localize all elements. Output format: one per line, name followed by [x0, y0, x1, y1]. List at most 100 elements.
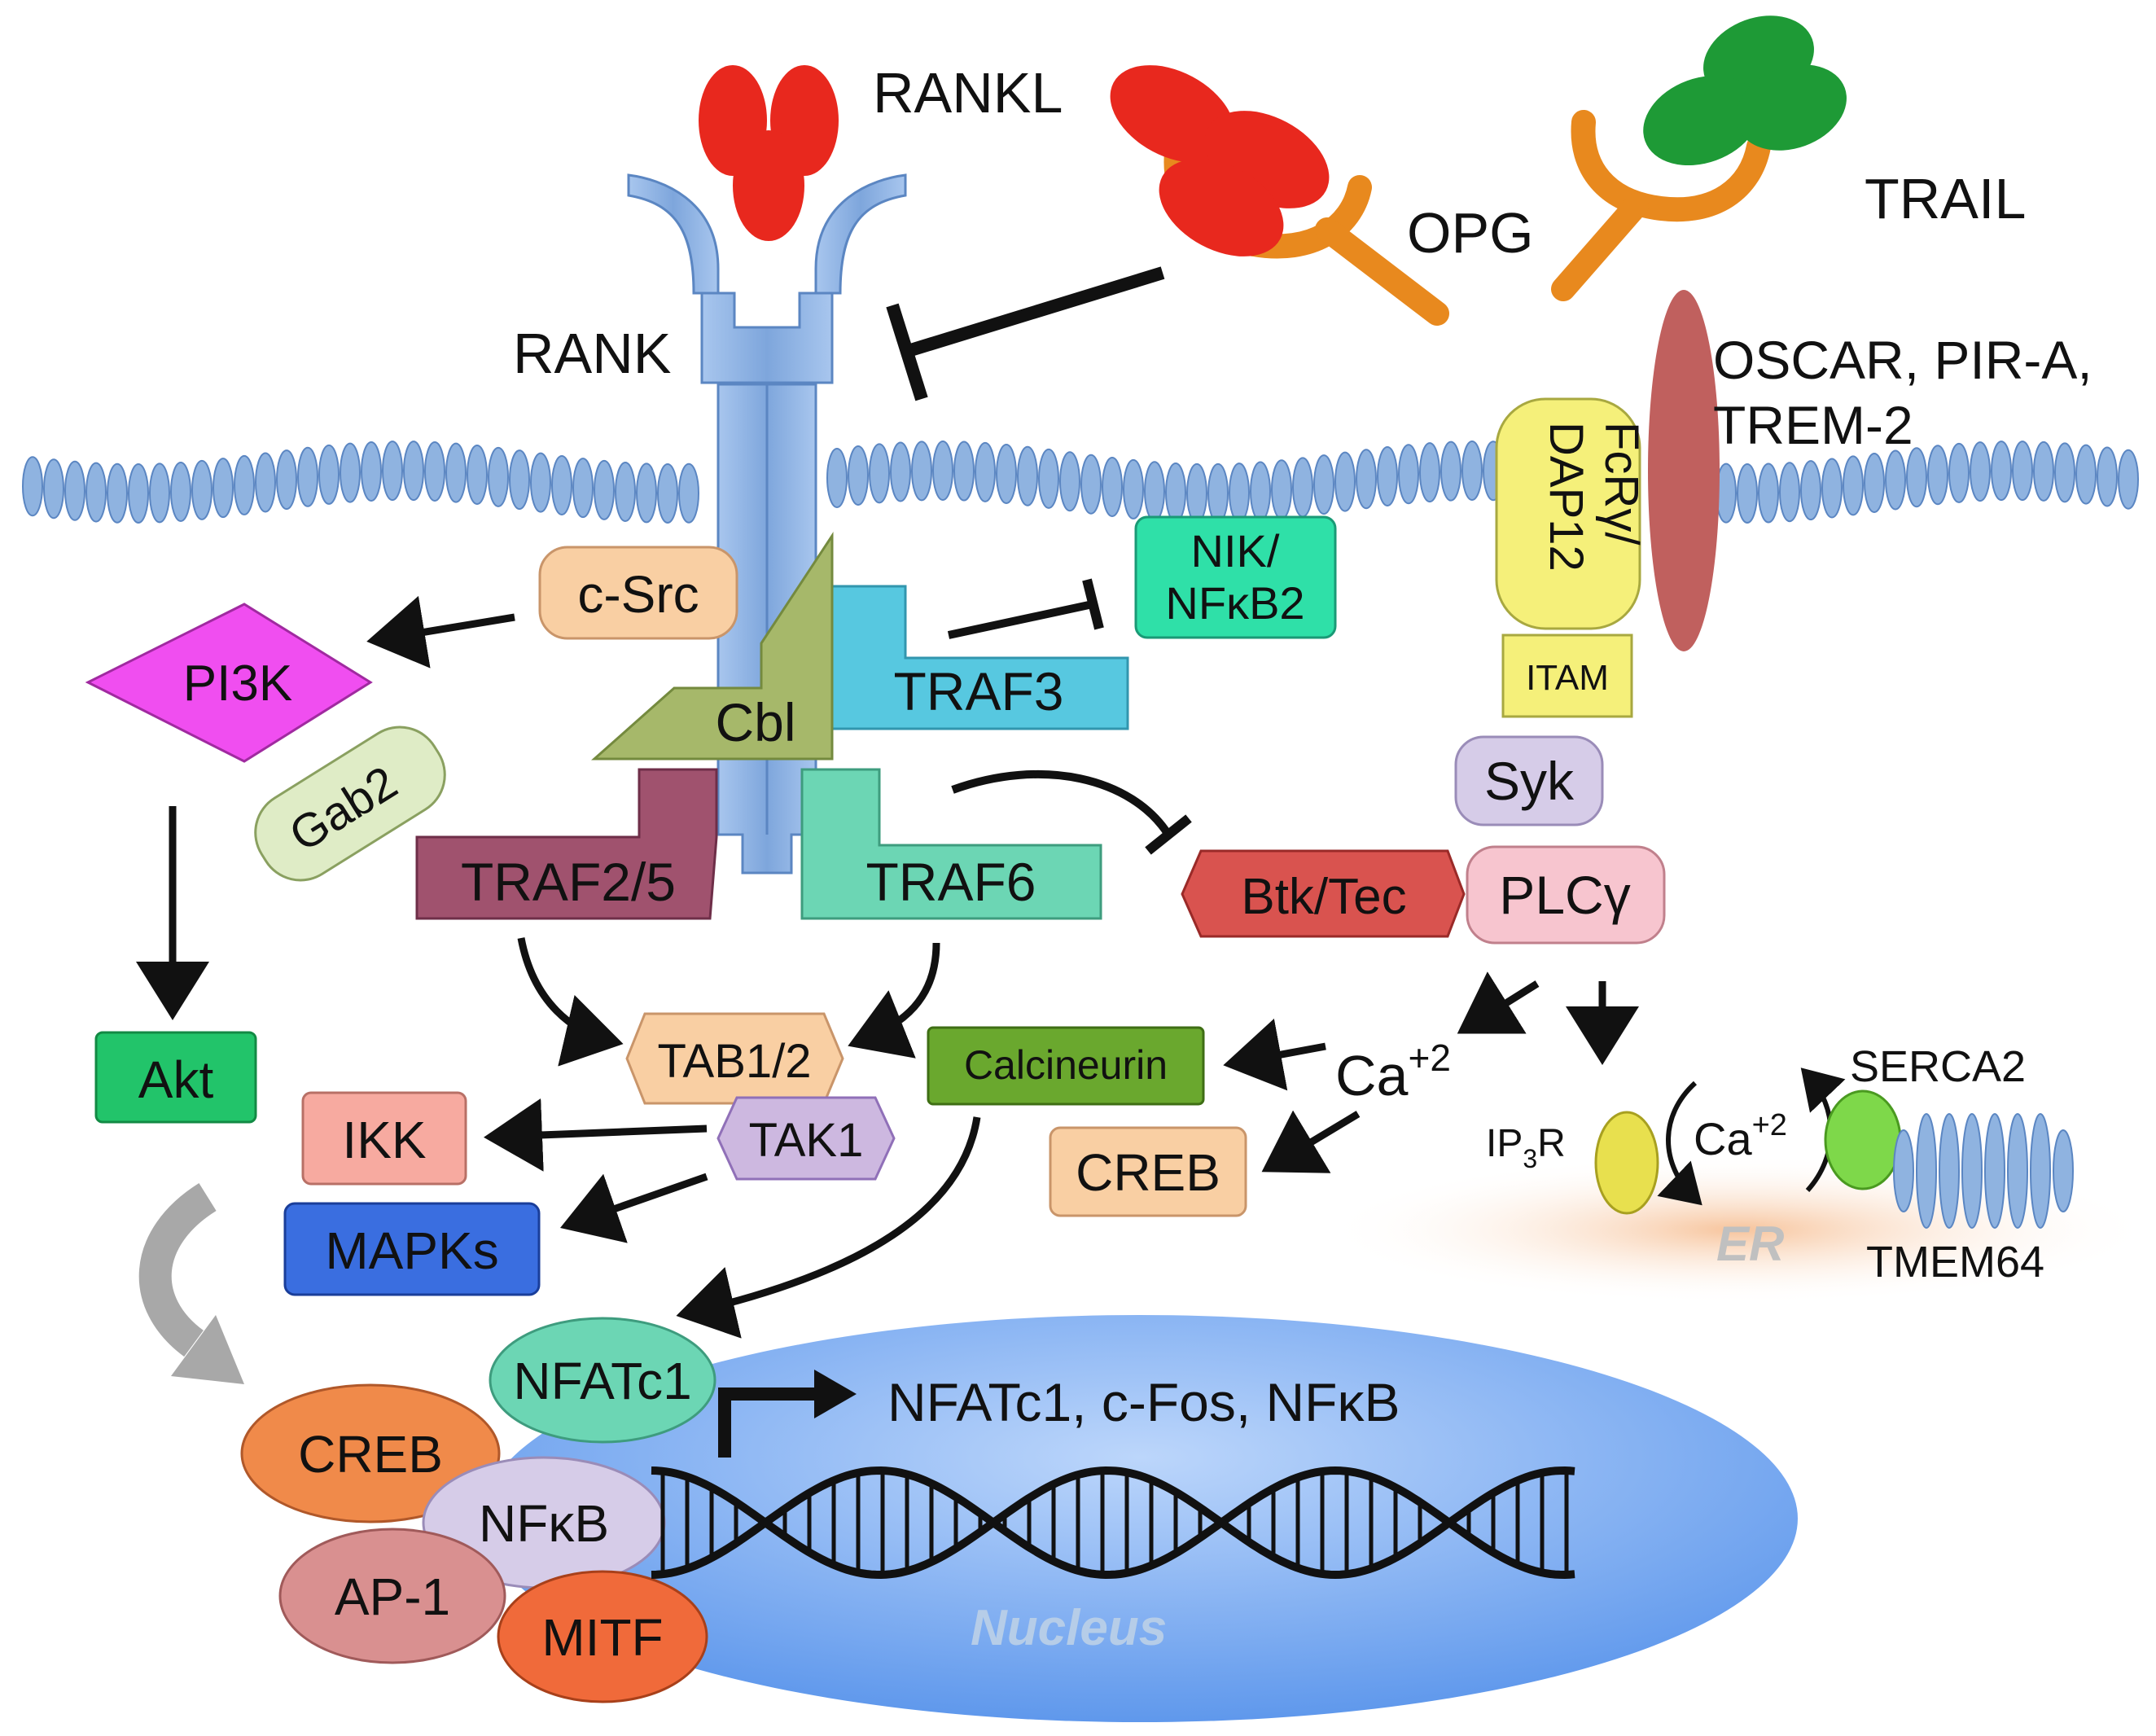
membrane-bead [2118, 449, 2139, 510]
membrane-bead [1080, 454, 1102, 515]
membrane-bead [149, 462, 170, 524]
syk-label: Syk [1484, 751, 1575, 811]
membrane-bead [128, 462, 149, 524]
membrane-bead [1313, 454, 1334, 515]
membrane-bead [1970, 441, 1991, 502]
membrane-bead [1038, 448, 1059, 509]
nucleus-label: Nucleus [971, 1600, 1167, 1656]
ip3r-label: IP3R [1486, 1122, 1566, 1173]
btk-tec [1181, 849, 1466, 938]
calcineurin-to-nfatc1-arrow [676, 1116, 981, 1339]
membrane-bead [1864, 452, 1885, 513]
opg-trail [1551, 110, 1771, 301]
creb-nuc-label: CREB [298, 1425, 443, 1484]
membrane-bead [1398, 444, 1419, 505]
membrane-bead [1419, 442, 1440, 503]
membrane-bead [1843, 455, 1864, 516]
membrane-bead [2097, 446, 2118, 507]
er-ca-release-arrow [1657, 1081, 1702, 1206]
membrane-bead [403, 441, 424, 502]
membrane-bead [1207, 462, 1229, 524]
membrane-bead [1991, 441, 2012, 502]
c-src [538, 546, 738, 640]
membrane-bead [1123, 458, 1144, 519]
membrane-bead [107, 462, 128, 524]
tab1-2 [625, 1012, 844, 1105]
membrane-bead [530, 452, 551, 513]
membrane-bead [1186, 462, 1207, 524]
membrane-bead [170, 461, 191, 522]
gab2 [254, 726, 446, 882]
tak1 [716, 1096, 896, 1181]
membrane-bead [911, 441, 932, 502]
itam-box [1501, 633, 1633, 718]
opg-label: OPG [1407, 201, 1534, 265]
membrane-bead [488, 446, 509, 507]
fcr-dap12 [1495, 397, 1641, 630]
membrane-bead [1165, 462, 1186, 523]
membrane-bead [1927, 445, 1948, 506]
membrane-bead [1800, 460, 1821, 521]
tmem64-helix [2030, 1113, 2051, 1229]
membrane-bead [975, 441, 996, 502]
calcineurin [927, 1026, 1205, 1106]
traf6-to-btk-curve [951, 769, 1172, 837]
membrane-bead [64, 460, 85, 521]
membrane-bead [509, 449, 530, 511]
itam-label: ITAM [1526, 658, 1609, 698]
ca-label: Ca+2 [1335, 1037, 1451, 1107]
membrane-bead [1229, 462, 1250, 524]
akt-to-nucleus-arrowhead [171, 1315, 244, 1384]
traf6-to-btk-bar [1145, 814, 1192, 855]
membrane-bead [43, 458, 64, 519]
membrane-bead [953, 441, 975, 502]
calcineurin-label: Calcineurin [964, 1042, 1168, 1088]
fcr-label-line1: FcRγ/ [1595, 422, 1648, 546]
traf3-inhibition-bar [1082, 578, 1104, 630]
trail-trimer [1643, 15, 1847, 166]
tmem64-helix [2007, 1113, 2028, 1229]
inhibition-bar [886, 303, 928, 401]
rankl-label: RANKL [873, 61, 1063, 125]
membrane-bead [2075, 444, 2097, 505]
membrane-bead [1059, 451, 1080, 512]
traf3-label: TRAF3 [893, 661, 1063, 721]
nik-label-line2: NFκB2 [1165, 577, 1304, 629]
btk-label: Btk/Tec [1241, 869, 1406, 925]
membrane-bead [932, 441, 953, 502]
pi3k-label: PI3K [183, 655, 292, 712]
membrane-bead [213, 458, 234, 519]
creb-nuclear [240, 1383, 501, 1523]
dna-strand [651, 1466, 1575, 1580]
tab12-label: TAB1/2 [657, 1035, 811, 1088]
akt-to-nucleus-arrow [138, 1183, 217, 1357]
cbl-label: Cbl [715, 692, 795, 752]
traf25-to-tab-arrow [517, 937, 624, 1067]
nik-nfkb2 [1134, 515, 1337, 639]
membrane-bead [1461, 441, 1483, 502]
membrane-bead [1292, 457, 1313, 518]
membrane-bead [340, 442, 361, 503]
mitf-factor [497, 1570, 708, 1703]
plc-gamma [1466, 845, 1666, 945]
ca-to-calcineurin-arrow [1223, 1018, 1326, 1091]
ap1-factor [278, 1528, 506, 1664]
target-genes-label: NFATc1, c-Fos, NFκB [887, 1372, 1400, 1432]
nik-label-line1: NIK/ [1191, 525, 1280, 576]
membrane-bead [1737, 462, 1758, 524]
membrane-bead [657, 462, 678, 524]
cbl [591, 531, 834, 761]
membrane-bead [1334, 451, 1356, 512]
membrane-bead [318, 444, 340, 505]
cell-membrane [22, 441, 2139, 524]
membrane-bead [2012, 441, 2033, 502]
tmem64-protein [1893, 1113, 2074, 1229]
ikk [301, 1091, 467, 1186]
serca2-label: SERCA2 [1850, 1042, 2026, 1091]
membrane-bead [1250, 461, 1271, 522]
dna-helix [651, 1466, 1575, 1580]
transcription-arrowhead [814, 1370, 857, 1418]
membrane-bead [1821, 458, 1843, 519]
rank-receptor [627, 173, 907, 875]
